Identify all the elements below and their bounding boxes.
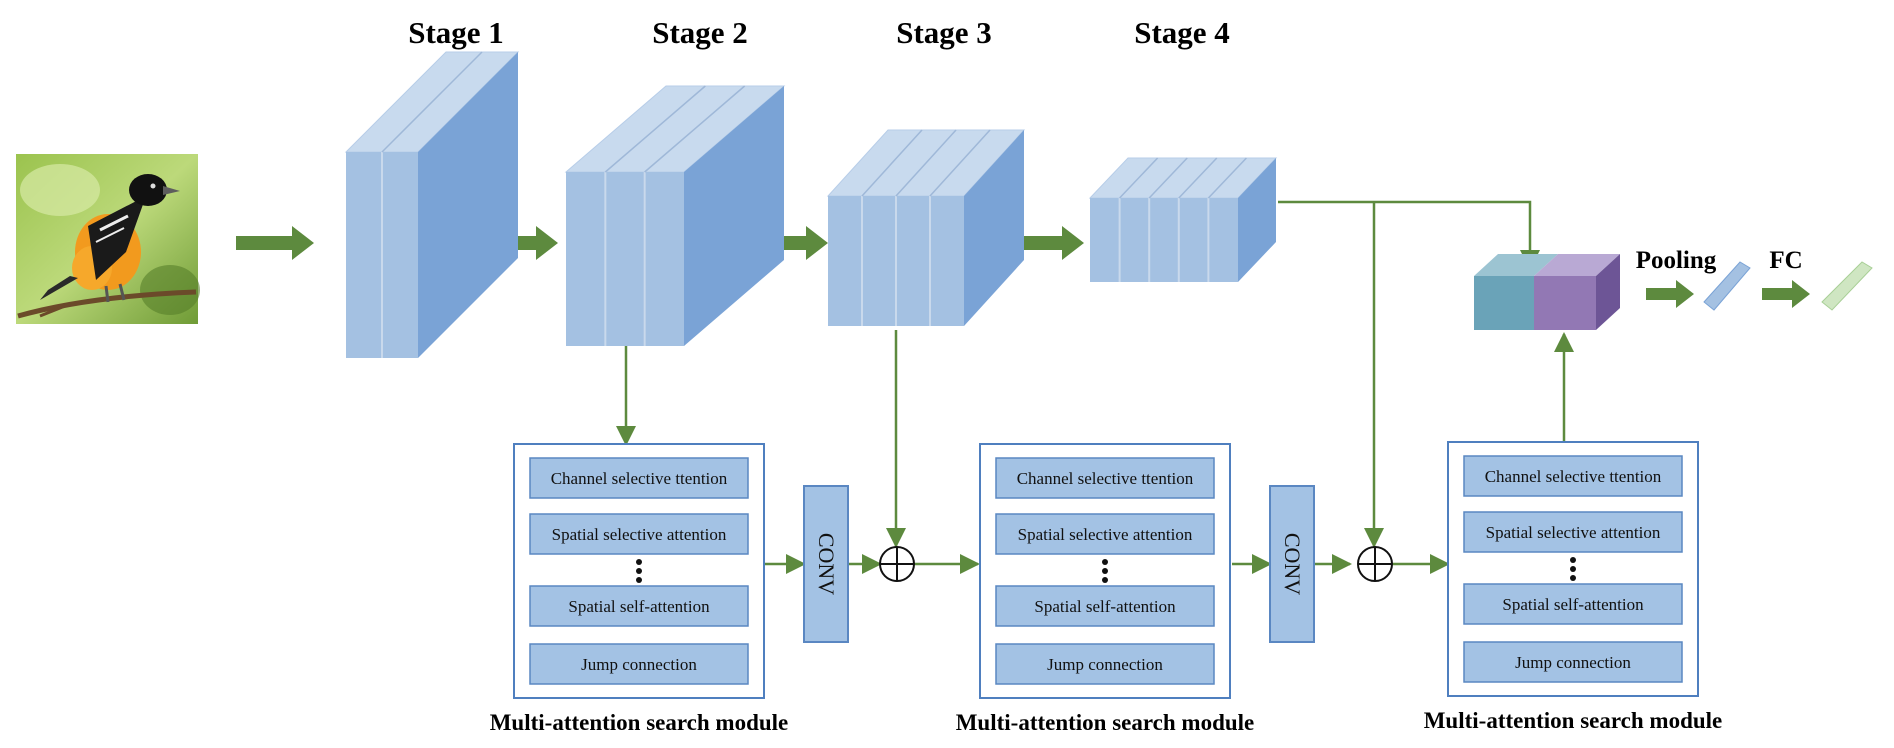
flow-arrow-input [236, 226, 314, 260]
ellipsis-dot [636, 568, 642, 574]
stage-1-block [344, 51, 520, 358]
ellipsis-dot [1570, 575, 1576, 581]
stage-3-block [826, 129, 1026, 326]
attention-item-box [995, 457, 1215, 499]
concat-feature-block [1474, 254, 1620, 330]
attention-item-box [1463, 583, 1683, 625]
attention-item-box [529, 513, 749, 555]
fc-output-vector [1821, 261, 1873, 311]
conv-block-1: CONV [803, 485, 849, 643]
ellipsis-dot [636, 559, 642, 565]
attention-item-label: Channel selective ttention [1485, 467, 1662, 486]
attention-item-label: Channel selective ttention [1017, 469, 1194, 488]
conv-label-2: CONV [1280, 533, 1305, 595]
stage-2-block [564, 85, 786, 346]
ellipsis-dot [1102, 559, 1108, 565]
input-bird-image [16, 154, 200, 324]
attention-item-box [995, 513, 1215, 555]
attention-item-box [529, 585, 749, 627]
sum-node-1 [879, 546, 915, 582]
ellipsis-dot [1570, 566, 1576, 572]
module-title: Multi-attention search module [1424, 708, 1723, 733]
flow-arrow-stage3 [1006, 226, 1084, 260]
attention-item-label: Jump connection [1047, 655, 1163, 674]
attention-item-label: Spatial selective attention [1486, 523, 1661, 542]
attention-item-label: Spatial self-attention [1034, 597, 1176, 616]
fc-label: FC [1769, 247, 1802, 274]
stage-4-label: Stage 4 [1134, 15, 1230, 50]
module-title: Multi-attention search module [956, 710, 1255, 735]
pooling-label: Pooling [1636, 247, 1717, 274]
stage-3-label: Stage 3 [896, 15, 992, 50]
ellipsis-dot [1102, 568, 1108, 574]
ellipsis-dot [636, 577, 642, 583]
attention-item-label: Spatial selective attention [1018, 525, 1193, 544]
stage-2-label: Stage 2 [652, 15, 748, 50]
stage-1-label: Stage 1 [408, 15, 504, 50]
ellipsis-dot [1570, 557, 1576, 563]
attention-item-box [529, 457, 749, 499]
attention-item-label: Spatial self-attention [1502, 595, 1644, 614]
attention-item-label: Jump connection [581, 655, 697, 674]
ellipsis-dot [1102, 577, 1108, 583]
attention-item-label: Channel selective ttention [551, 469, 728, 488]
stage-4-block [1088, 157, 1278, 282]
flow-arrow-stage2 [748, 226, 828, 260]
attention-item-box [995, 643, 1215, 685]
module-title: Multi-attention search module [490, 710, 789, 735]
attention-item-box [1463, 455, 1683, 497]
flow-arrow-stage1 [480, 226, 558, 260]
pooling-arrow [1646, 280, 1694, 308]
attention-item-label: Spatial selective attention [552, 525, 727, 544]
conv-block-2: CONV [1269, 485, 1315, 643]
attention-item-label: Jump connection [1515, 653, 1631, 672]
connector-lines [616, 200, 1574, 574]
attention-item-box [529, 643, 749, 685]
attention-item-box [1463, 641, 1683, 683]
conv-label-1: CONV [814, 533, 839, 595]
attention-item-box [1463, 511, 1683, 553]
attention-item-label: Spatial self-attention [568, 597, 710, 616]
sum-node-2 [1357, 546, 1393, 582]
fc-arrow [1762, 280, 1810, 308]
pooled-vector [1703, 261, 1751, 311]
attention-item-box [995, 585, 1215, 627]
